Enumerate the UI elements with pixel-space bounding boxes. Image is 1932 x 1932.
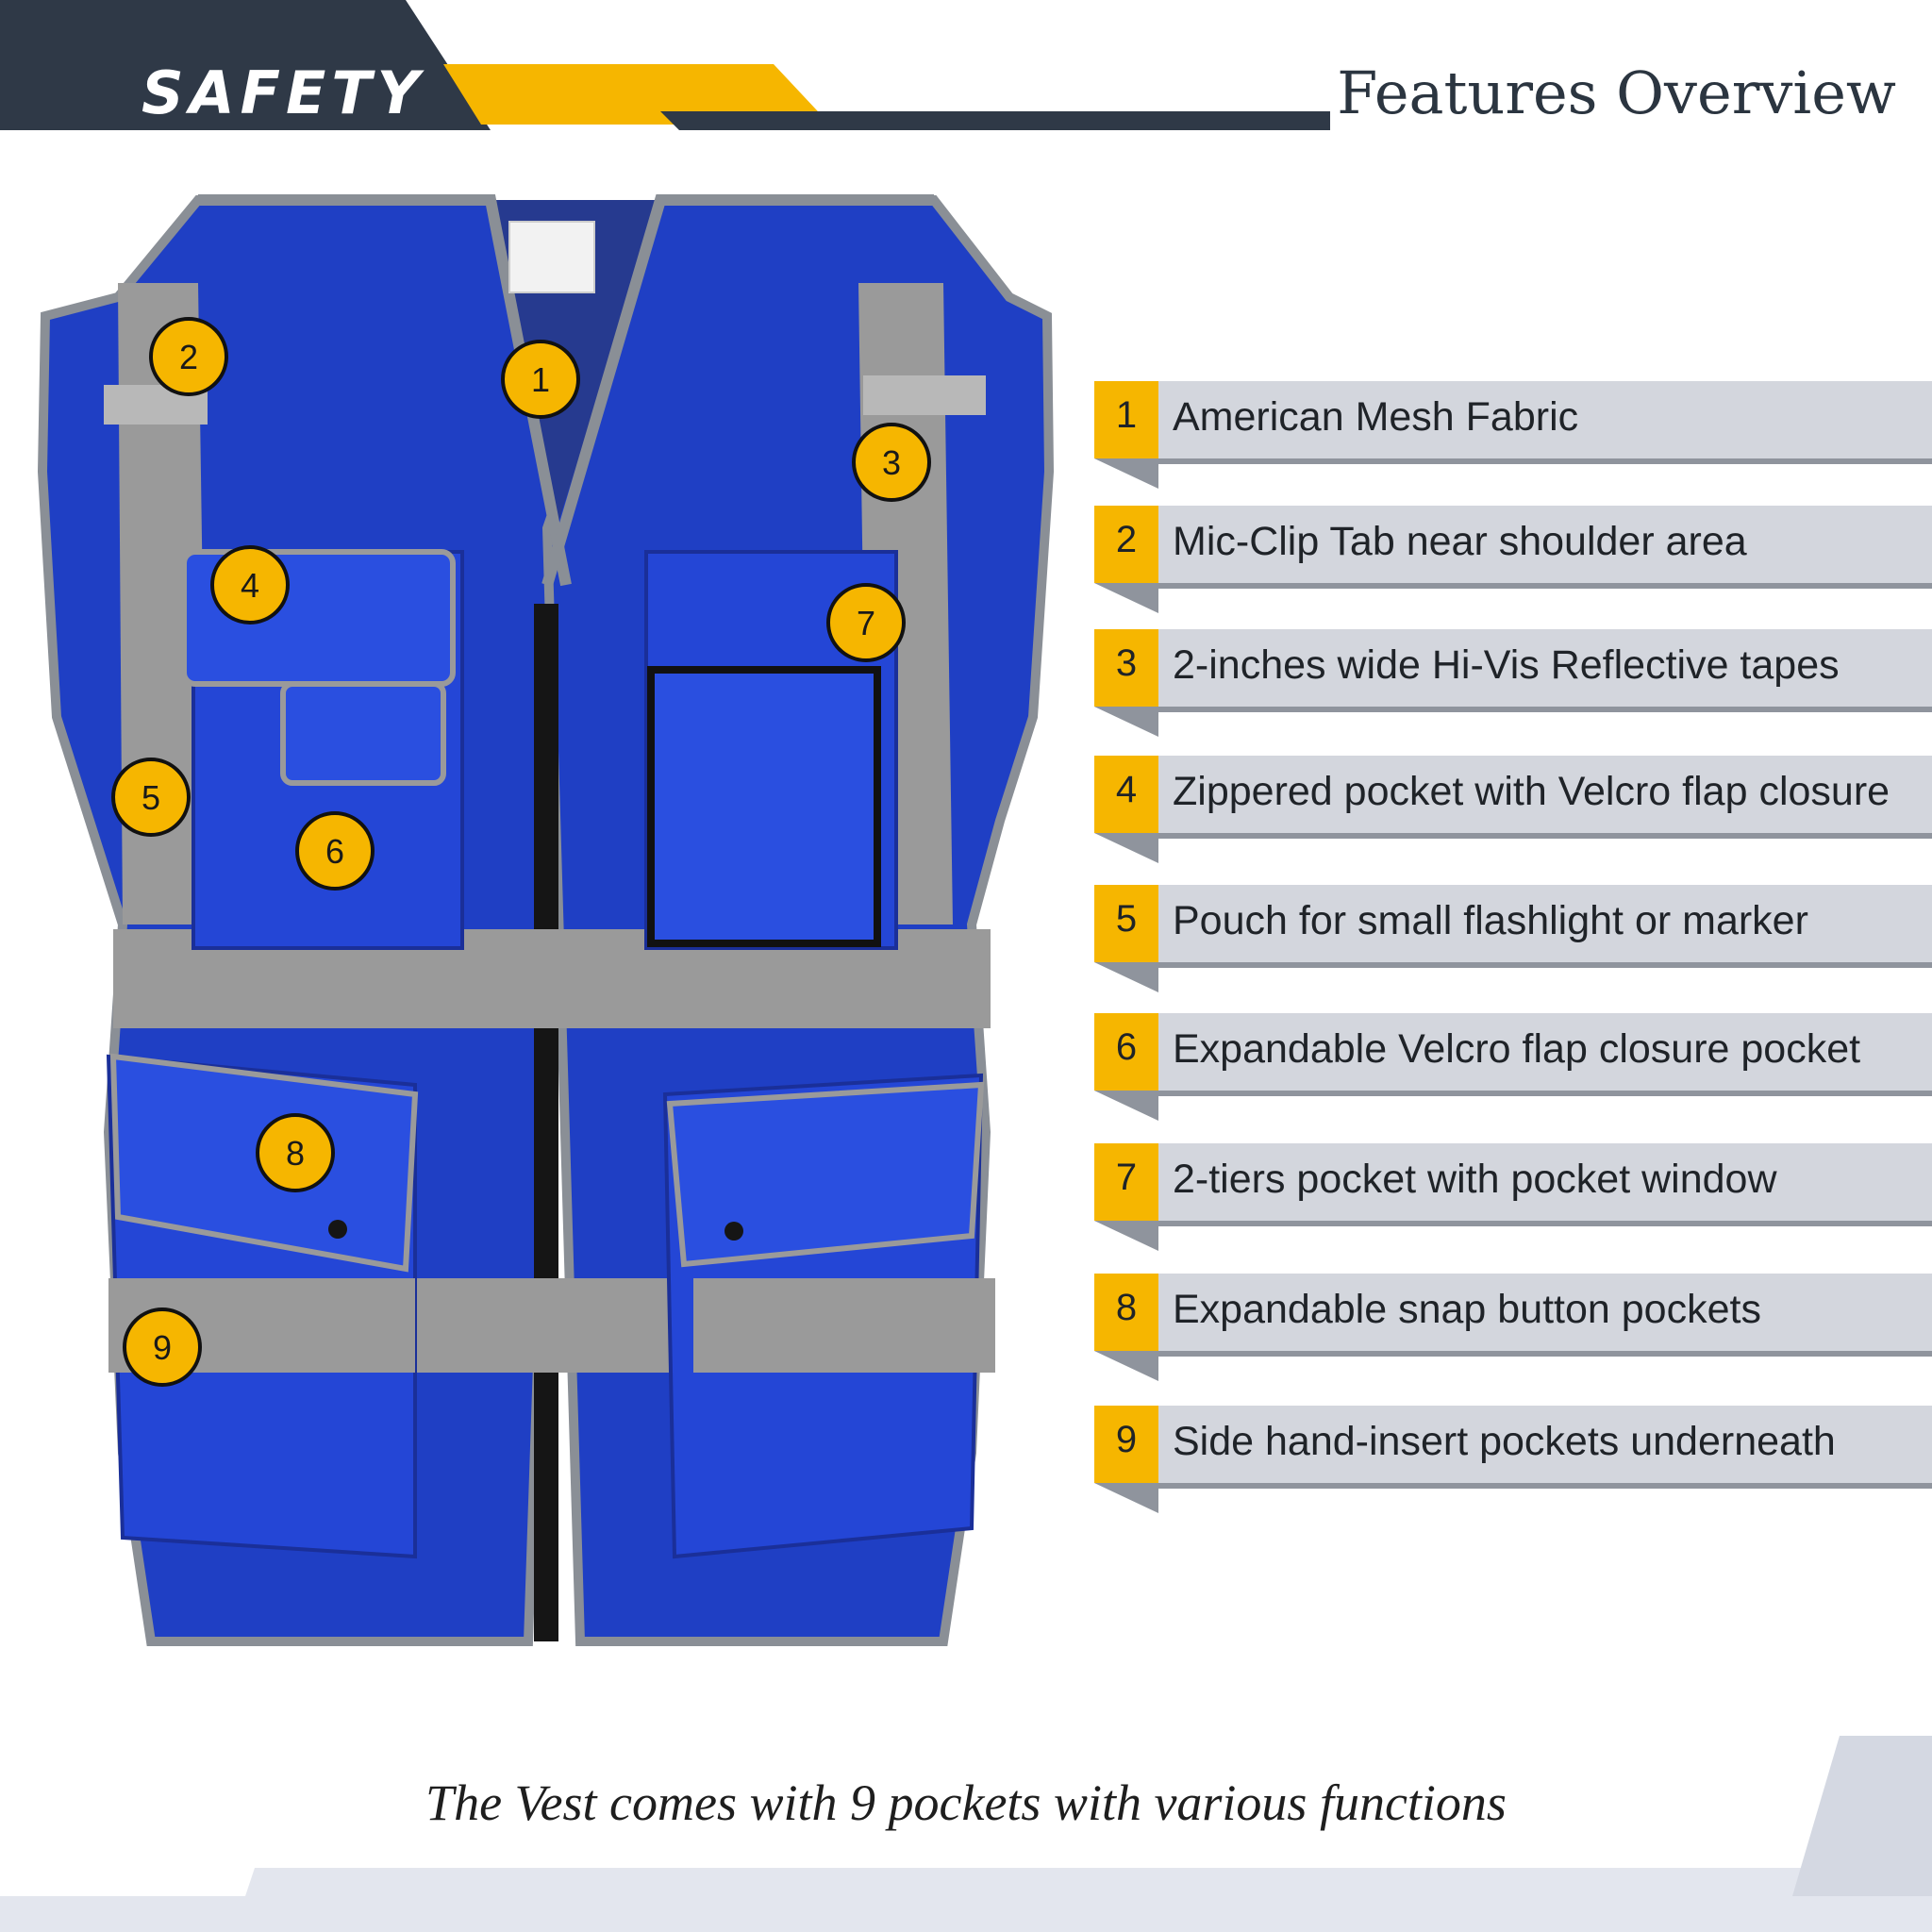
- svg-text:9: 9: [153, 1328, 172, 1367]
- feature-number: 6: [1115, 1026, 1138, 1068]
- feature-row-bg: [1094, 1274, 1932, 1381]
- feature-label: Mic-Clip Tab near shoulder area: [1173, 519, 1747, 564]
- feature-number: 7: [1115, 1157, 1138, 1198]
- marker-2: 2: [149, 317, 228, 396]
- marker-6: 6: [295, 811, 375, 891]
- footer-caption: The Vest comes with 9 pockets with vario…: [425, 1774, 1507, 1831]
- svg-text:6: 6: [325, 832, 344, 871]
- marker-3: 3: [852, 423, 931, 502]
- feature-row-bg: [1094, 1013, 1932, 1121]
- svg-text:2: 2: [179, 338, 198, 376]
- page-title: Features Overview: [1337, 58, 1896, 127]
- svg-text:1: 1: [531, 360, 550, 399]
- feature-row-bg: [1094, 629, 1932, 737]
- feature-label: Pouch for small flashlight or marker: [1173, 898, 1808, 943]
- feature-label: Expandable Velcro flap closure pocket: [1173, 1026, 1861, 1072]
- svg-text:3: 3: [882, 443, 901, 482]
- header-underline: [660, 111, 1330, 130]
- feature-label: Expandable snap button pockets: [1173, 1287, 1761, 1332]
- feature-label: Side hand-insert pockets underneath: [1173, 1419, 1836, 1464]
- marker-8: 8: [256, 1113, 335, 1192]
- header-banner: [0, 0, 491, 130]
- marker-7: 7: [826, 583, 906, 662]
- feature-row-bg: [1094, 1143, 1932, 1251]
- feature-number: 2: [1115, 519, 1138, 560]
- feature-row-bg: [1094, 756, 1932, 863]
- feature-number: 1: [1115, 394, 1138, 436]
- footer-corner: [1792, 1736, 1932, 1896]
- vest-illustration: [37, 194, 1055, 1646]
- marker-4: 4: [210, 545, 290, 625]
- svg-text:5: 5: [142, 778, 160, 817]
- marker-5: 5: [111, 758, 191, 837]
- feature-number: 5: [1115, 898, 1138, 940]
- feature-rows: [1094, 381, 1932, 1513]
- feature-label: American Mesh Fabric: [1173, 394, 1579, 440]
- brand-logo: SAFETY: [142, 58, 425, 127]
- feature-label: Zippered pocket with Velcro flap closure: [1173, 769, 1890, 814]
- marker-1: 1: [501, 340, 580, 419]
- footer-band: [0, 1736, 1932, 1932]
- feature-row-bg: [1094, 1406, 1932, 1513]
- feature-label: 2-tiers pocket with pocket window: [1173, 1157, 1777, 1202]
- feature-number: 3: [1115, 642, 1138, 684]
- feature-row-bg: [1094, 381, 1932, 489]
- feature-number: 4: [1115, 769, 1138, 810]
- feature-row-bg: [1094, 506, 1932, 613]
- feature-row-bg: [1094, 885, 1932, 992]
- svg-text:8: 8: [286, 1134, 305, 1173]
- feature-label: 2-inches wide Hi-Vis Reflective tapes: [1173, 642, 1840, 688]
- header-accent-stripe: [443, 64, 830, 125]
- svg-text:7: 7: [857, 604, 875, 642]
- feature-number: 8: [1115, 1287, 1138, 1328]
- marker-9: 9: [123, 1307, 202, 1387]
- feature-number: 9: [1115, 1419, 1138, 1460]
- svg-text:4: 4: [241, 566, 259, 605]
